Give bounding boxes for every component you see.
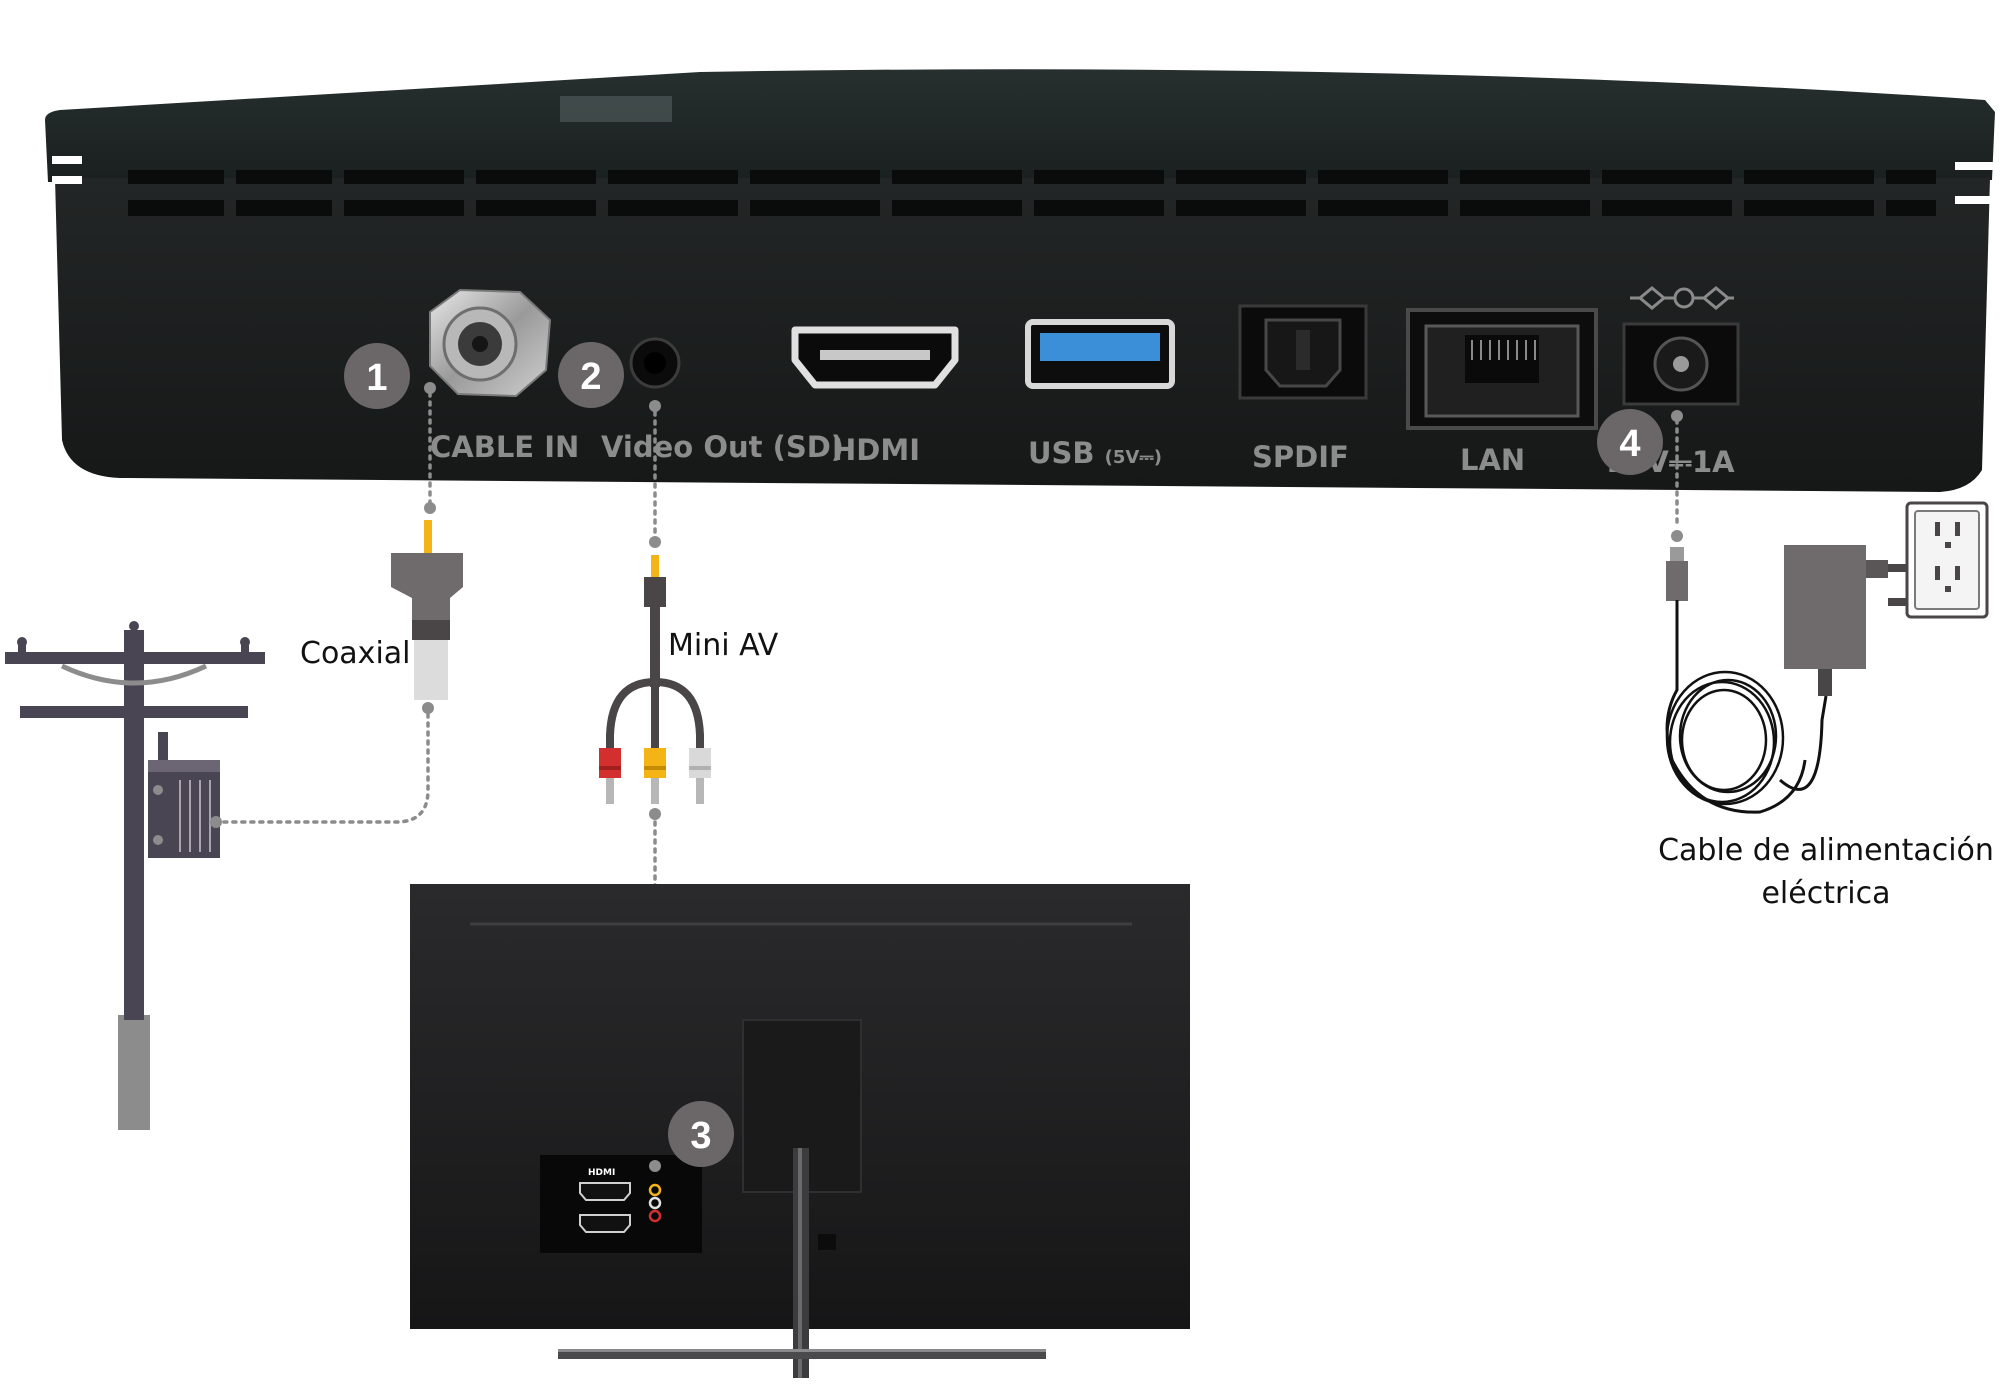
tv-hdmi-label: HDMI <box>588 1168 615 1178</box>
spdif-port[interactable] <box>1238 304 1368 400</box>
lan-port[interactable] <box>1406 308 1598 430</box>
mini-av-cable <box>599 400 711 1162</box>
label-lan: LAN <box>1460 443 1525 477</box>
callout-4: 4 <box>1597 409 1663 475</box>
callout-3: 3 <box>668 1101 734 1167</box>
label-mini-av: Mini AV <box>668 628 779 663</box>
coaxial-cable <box>210 382 463 828</box>
label-spdif: SPDIF <box>1252 440 1349 474</box>
tv-back: HDMI <box>410 884 1190 1378</box>
label-cable-in: CABLE IN <box>430 430 579 464</box>
video-out-port[interactable] <box>629 337 681 389</box>
callout-1-number: 1 <box>366 357 387 399</box>
vent-slots <box>128 170 1936 216</box>
callout-2-number: 2 <box>580 356 601 398</box>
utility-pole <box>5 621 265 1130</box>
power-adapter <box>1665 410 1989 814</box>
hdmi-port[interactable] <box>791 326 959 389</box>
label-coaxial: Coaxial <box>300 636 411 671</box>
label-usb-rating: (5V⎓) <box>1105 447 1162 468</box>
callout-4-number: 4 <box>1619 423 1640 465</box>
tv-av-jacks[interactable] <box>648 1183 662 1223</box>
label-video-out: Video Out (SD) <box>601 430 844 464</box>
power-port[interactable] <box>1622 286 1740 406</box>
callout-2: 2 <box>558 342 624 408</box>
callout-3-number: 3 <box>690 1115 711 1157</box>
label-power-cable-line2: eléctrica <box>1761 876 1890 911</box>
label-hdmi: HDMI <box>832 433 920 467</box>
label-power-cable-line1: Cable de alimentación <box>1658 833 1994 868</box>
tv-hdmi-port-2[interactable] <box>579 1214 631 1233</box>
usb-port[interactable] <box>1025 319 1175 389</box>
label-usb: USB (5V⎓) <box>1028 436 1162 470</box>
coax-port[interactable] <box>429 288 552 398</box>
set-top-box: CABLE IN Video Out (SD) HDMI USB (5V⎓) S… <box>45 69 2000 492</box>
polarity-icon <box>1630 286 1734 310</box>
label-usb-text: USB <box>1028 436 1095 470</box>
callout-1: 1 <box>344 343 410 409</box>
tv-hdmi-port-1[interactable] <box>579 1182 631 1201</box>
